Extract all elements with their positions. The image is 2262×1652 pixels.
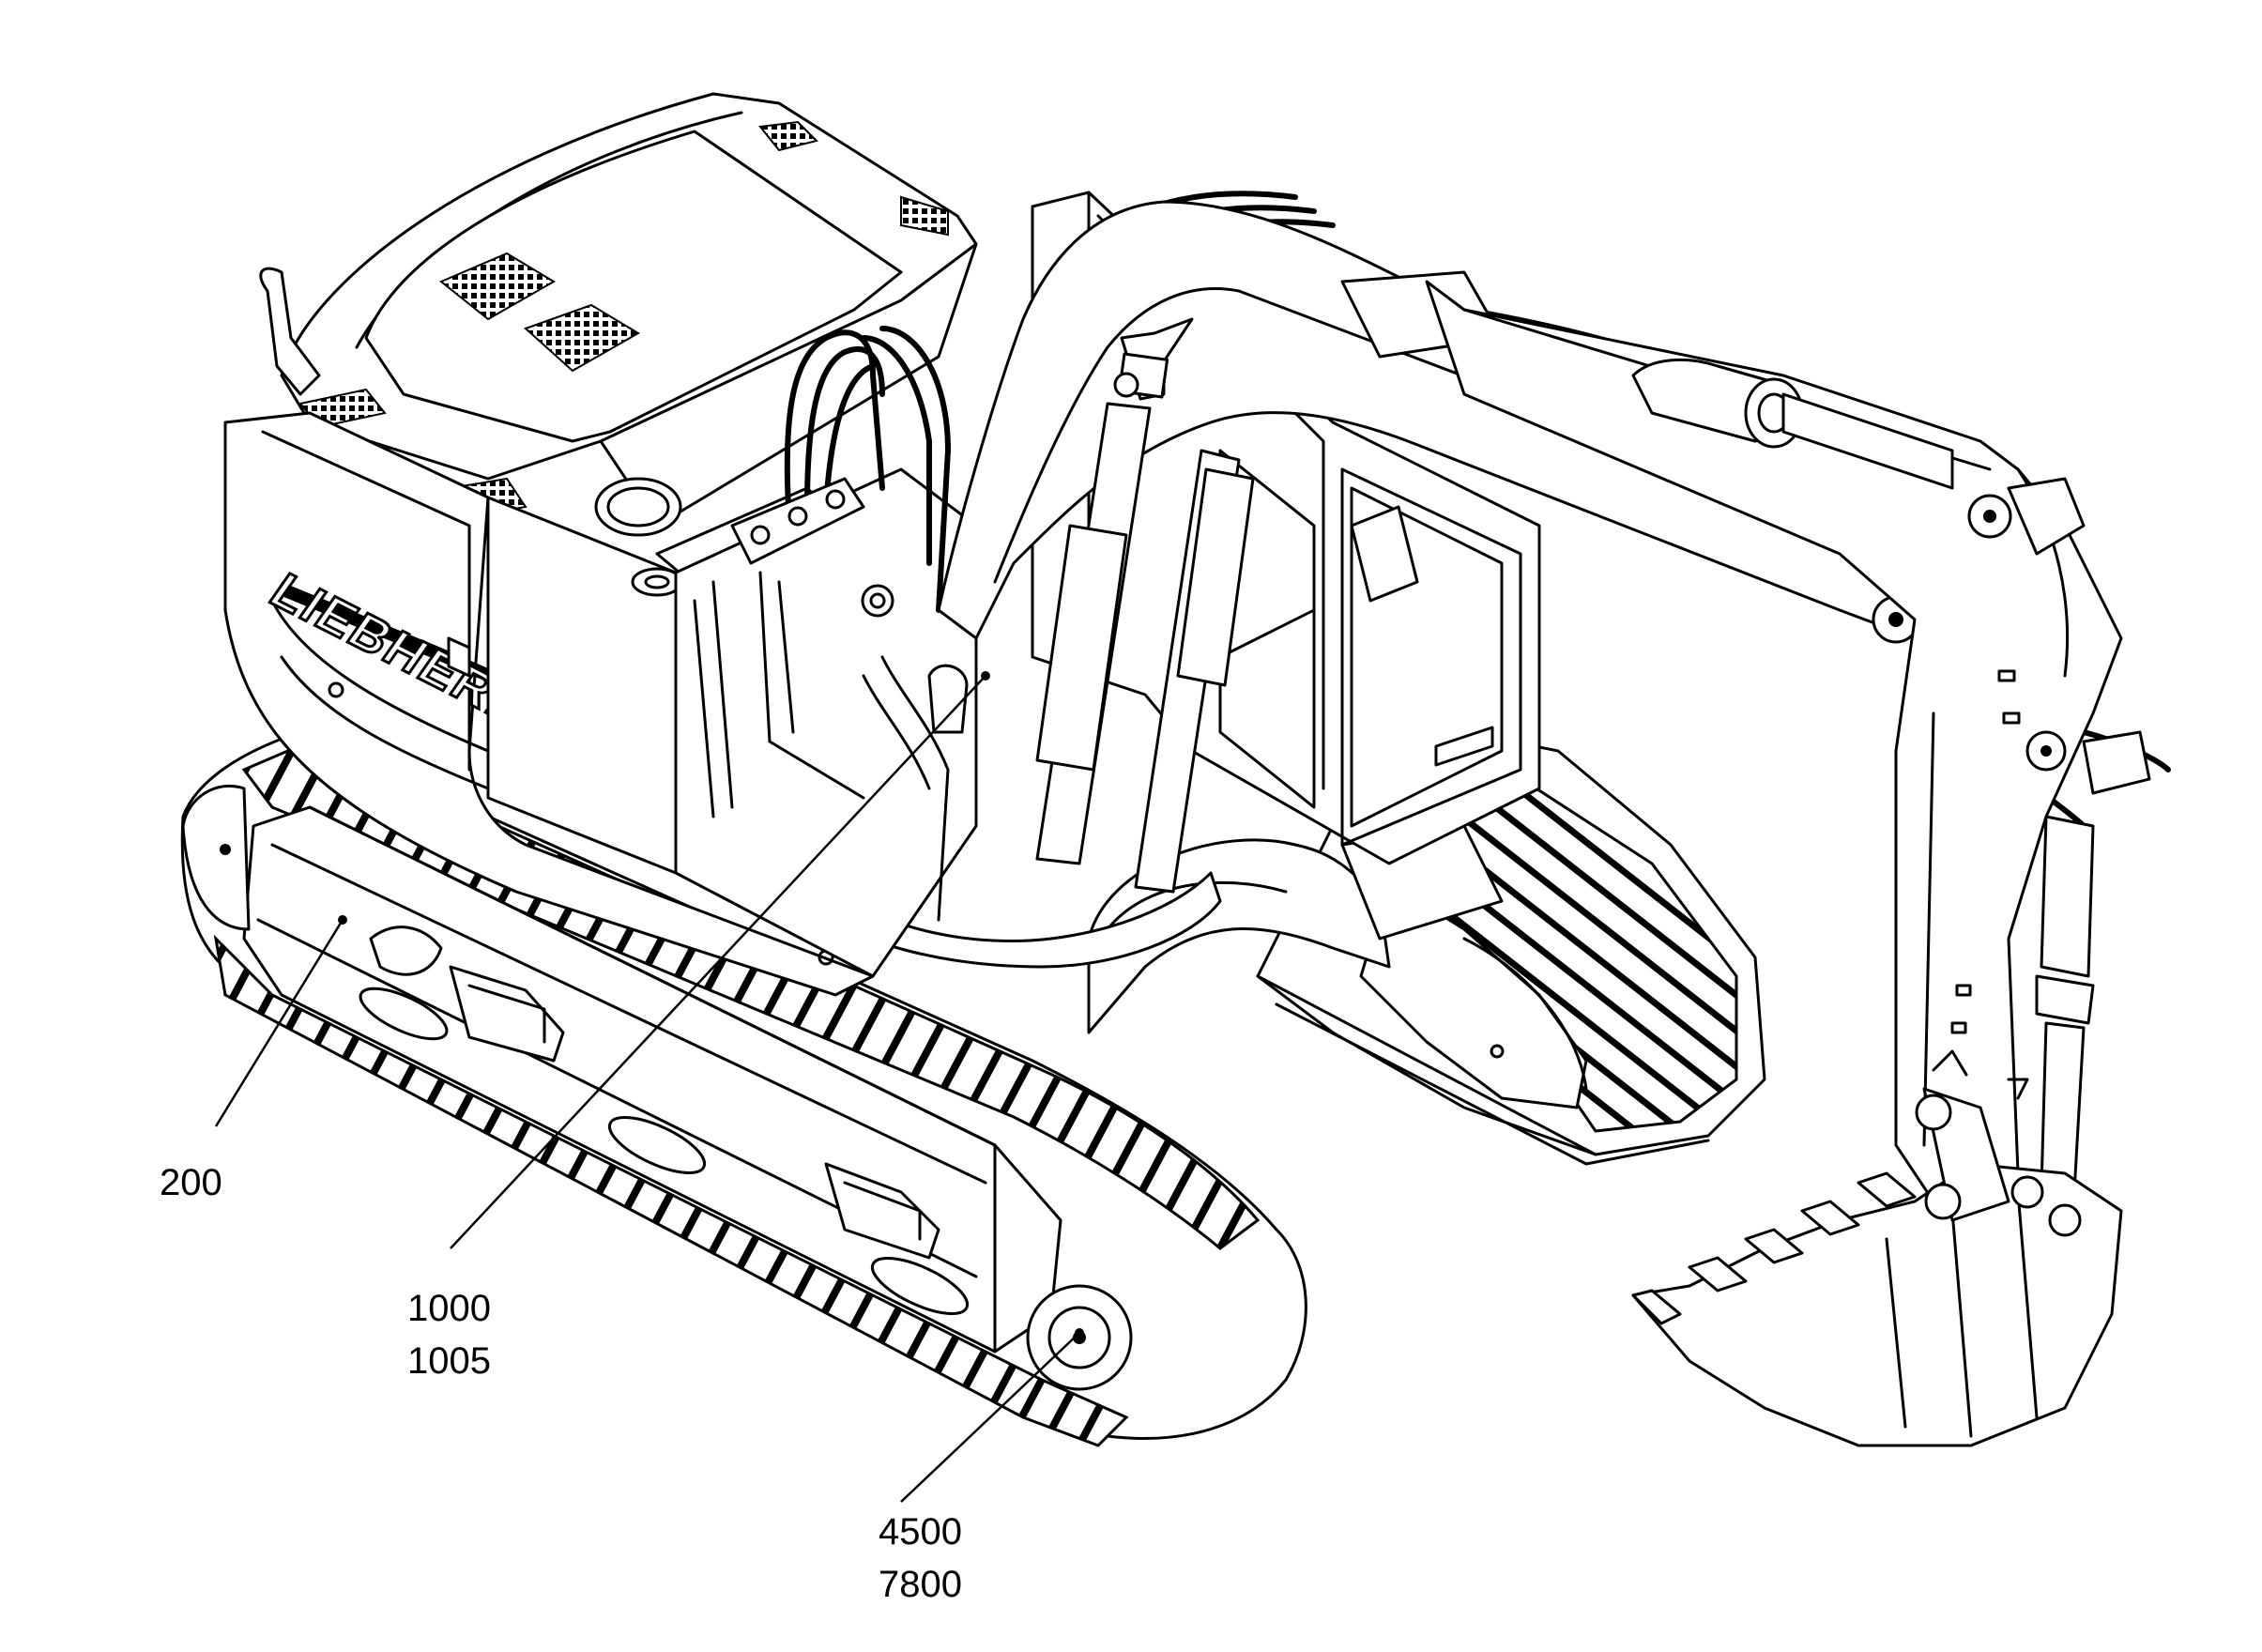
callout-label: 200 [160,1162,222,1203]
upper-carriage: LIEBHERR [223,92,978,997]
callout-1000-1005: 1000 1005 [407,1282,491,1387]
bucket [1631,1087,2123,1447]
control-valve-lines [693,477,969,922]
callout-4500-7800: 4500 7800 [879,1506,962,1611]
callout-label: 1005 [407,1340,491,1382]
slewing-ring [833,871,1222,969]
callout-label: 4500 [879,1511,962,1553]
leader-200 [214,919,344,1127]
callout-200: 200 [160,1156,222,1209]
stick [1425,280,2151,1203]
leader-4500 [900,1332,1080,1503]
callout-label: 7800 [879,1564,962,1605]
callout-label: 1000 [407,1288,491,1329]
leader-lines [214,671,1084,1503]
leader-1000 [450,675,986,1249]
boom-cylinders [1035,317,1255,894]
